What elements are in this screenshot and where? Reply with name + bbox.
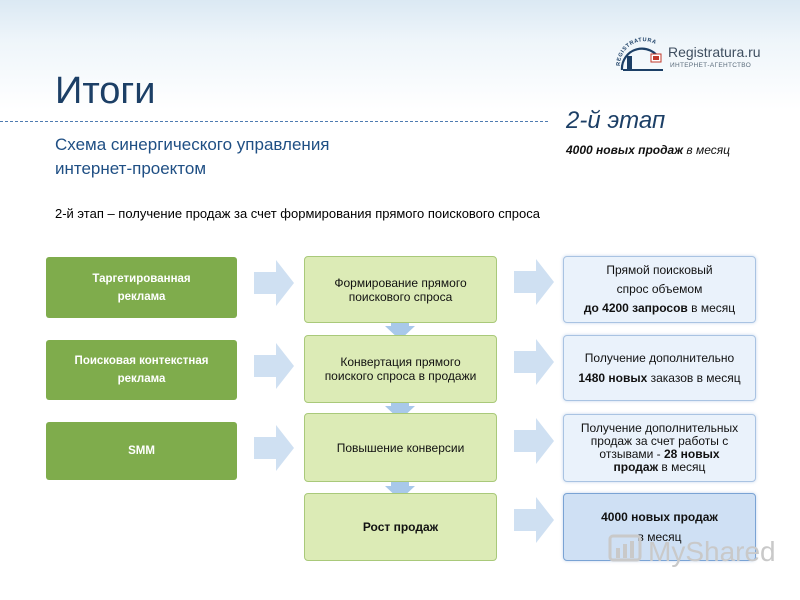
middle-box-line: Формирование прямого bbox=[334, 275, 467, 290]
right-arrow-icon bbox=[254, 260, 294, 306]
right-arrow-icon bbox=[254, 343, 294, 389]
stage-sub-bold: 4000 новых продаж bbox=[566, 143, 684, 157]
middle-box-sales-growth: Рост продаж bbox=[304, 493, 497, 561]
result-rest: заказов в месяц bbox=[647, 371, 741, 385]
down-arrow-icon bbox=[385, 318, 415, 340]
result-box-demand: Прямой поисковый спрос объемом до 4200 з… bbox=[563, 256, 756, 323]
stage-sub-rest: в месяц bbox=[683, 143, 730, 157]
left-box-targeted-ads: Таргетированная реклама bbox=[46, 257, 237, 318]
registratura-logo-icon: REGISTRATURA bbox=[616, 37, 663, 71]
subtitle-line-2: интернет-проектом bbox=[55, 159, 207, 178]
subtitle-line-1: Схема синергического управления bbox=[55, 135, 330, 154]
result-line: спрос объемом bbox=[616, 282, 703, 296]
middle-box-line: Конвертация прямого bbox=[340, 355, 461, 369]
right-arrow-icon bbox=[514, 497, 554, 543]
result-box-orders: Получение дополнительно 1480 новых заказ… bbox=[563, 335, 756, 401]
result-line: Прямой поисковый bbox=[606, 263, 713, 277]
left-box-line: Поисковая контекстная bbox=[74, 355, 209, 367]
result-line: продаж за счет работы с bbox=[590, 434, 729, 448]
result-bold: продаж bbox=[613, 460, 659, 474]
dashed-divider bbox=[0, 121, 548, 122]
logo-tagline: ИНТЕРНЕТ-АГЕНТСТВО bbox=[670, 62, 752, 69]
left-box-search-ads: Поисковая контекстная реклама bbox=[46, 340, 237, 400]
stage-subtitle: 4000 новых продаж в месяц bbox=[566, 143, 730, 157]
result-rest: в месяц bbox=[658, 460, 706, 474]
middle-box-line: Повышение конверсии bbox=[336, 440, 465, 455]
right-arrow-icon bbox=[514, 418, 554, 464]
left-box-line: SMM bbox=[128, 445, 155, 457]
watermark-text: MyShared bbox=[648, 536, 776, 567]
result-bold: 28 новых bbox=[664, 447, 720, 461]
down-arrow-icon bbox=[385, 398, 415, 420]
result-line: 1480 новых заказов в месяц bbox=[578, 368, 740, 388]
stage-description: 2-й этап – получение продаж за счет форм… bbox=[55, 206, 540, 221]
result-box-final-sales: 4000 новых продаж в месяц bbox=[563, 493, 756, 561]
down-arrow-icon bbox=[385, 478, 415, 500]
result-bold: 1480 новых bbox=[578, 371, 648, 385]
middle-box-conversion-increase: Повышение конверсии bbox=[304, 413, 497, 482]
result-plain: отзывами - bbox=[599, 447, 664, 461]
middle-box-line: поискового спроса bbox=[348, 289, 453, 304]
result-bold: 4000 новых продаж bbox=[601, 510, 718, 524]
result-box-reviews: Получение дополнительных продаж за счет … bbox=[563, 414, 756, 482]
page-subtitle: Схема синергического управления интернет… bbox=[55, 133, 415, 181]
left-box-smm: SMM bbox=[46, 422, 237, 480]
watermark-chart-icon bbox=[608, 534, 642, 562]
logo-name: Registratura.ru bbox=[668, 44, 761, 60]
result-bold: до 4200 запросов bbox=[583, 301, 688, 315]
right-arrow-icon bbox=[514, 339, 554, 385]
left-box-line: реклама bbox=[117, 290, 166, 303]
result-rest: в месяц bbox=[687, 301, 736, 315]
result-line: Получение дополнительных bbox=[580, 421, 739, 435]
stage-title: 2-й этап bbox=[566, 107, 666, 134]
result-line: до 4200 запросов в месяц bbox=[584, 299, 735, 318]
left-box-line: Таргетированная bbox=[92, 272, 191, 285]
result-line: продаж в месяц bbox=[581, 461, 738, 474]
left-box-line: реклама bbox=[117, 373, 166, 385]
page-title: Итоги bbox=[55, 70, 156, 112]
right-arrow-icon bbox=[254, 425, 294, 471]
middle-box-line: поиского спроса в продажи bbox=[324, 369, 477, 383]
result-line: 4000 новых продаж bbox=[601, 507, 718, 527]
right-arrow-icon bbox=[514, 259, 554, 305]
result-line: Получение дополнительно bbox=[584, 351, 735, 365]
result-line: в месяц bbox=[637, 530, 682, 544]
middle-box-line: Рост продаж bbox=[362, 520, 439, 534]
result-line: отзывами - 28 новых bbox=[581, 448, 738, 461]
